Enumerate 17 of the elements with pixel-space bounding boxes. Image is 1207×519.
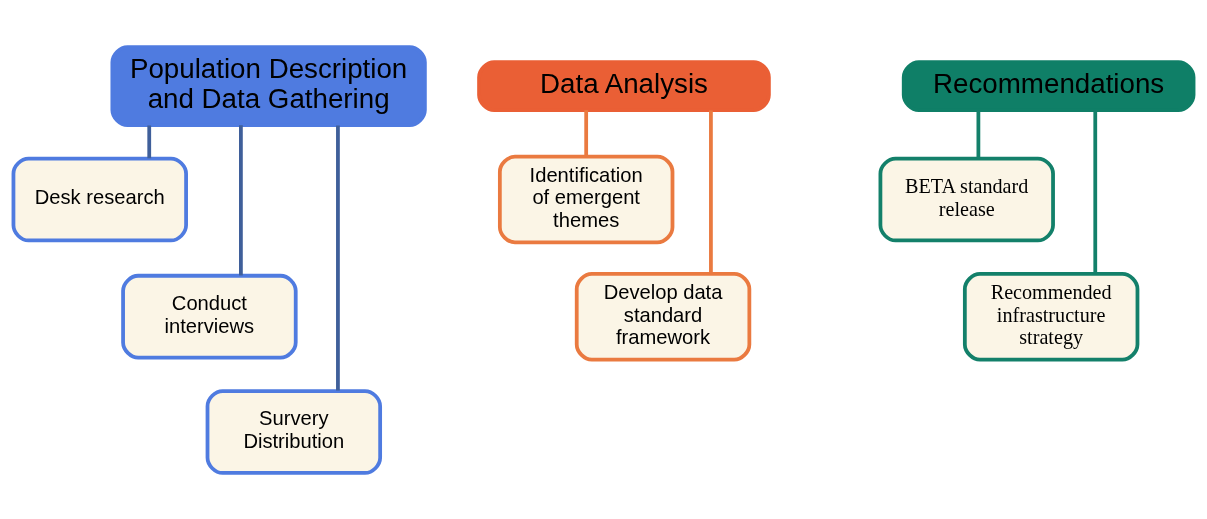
node-box: Develop data standard framework <box>574 271 752 361</box>
node-box: Data Analysis <box>477 59 771 112</box>
connector <box>584 109 589 156</box>
connector <box>976 109 981 159</box>
node-box: Identification of emergent themes <box>497 154 675 244</box>
connector <box>147 124 152 158</box>
node-box: Desk research <box>11 156 188 242</box>
connector <box>1093 109 1098 274</box>
node-box: Survery Distribution <box>205 388 383 475</box>
node-box: Conduct interviews <box>121 273 298 360</box>
connector <box>239 124 243 275</box>
node-box: Recommended infrastructure strategy <box>962 271 1140 361</box>
node-box: BETA standard release <box>878 156 1055 242</box>
connector <box>709 109 713 274</box>
connector <box>336 124 340 391</box>
node-box: Population Description and Data Gathering <box>110 44 427 127</box>
node-box: Recommendations <box>901 59 1196 112</box>
